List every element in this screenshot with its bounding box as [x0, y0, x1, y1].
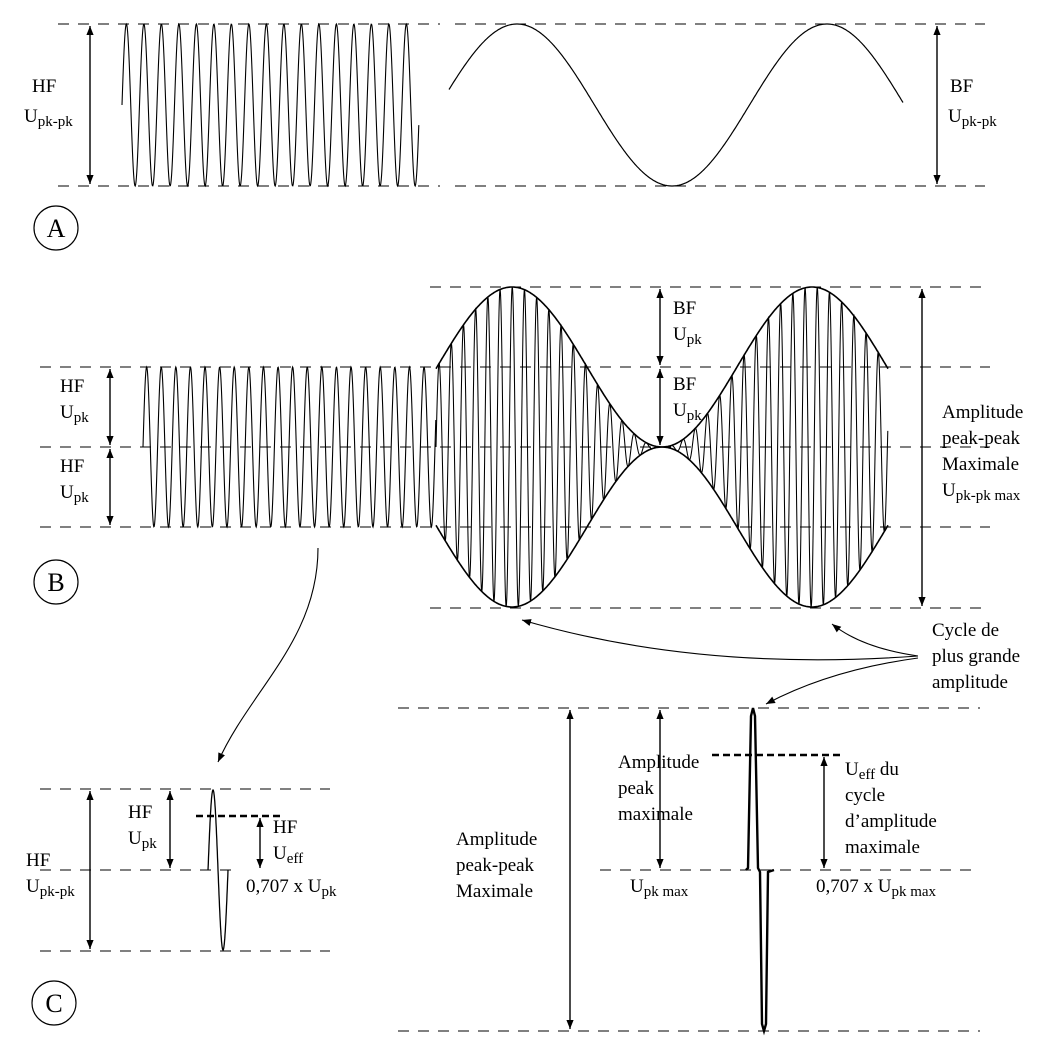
d-amplitude-label: d’amplitude	[845, 811, 937, 832]
factor-upk-label: 0,707 x Upk	[246, 876, 337, 900]
panel-a: HF Upk-pk BF Upk-pk A	[24, 22, 997, 251]
max-amplitude-cycle	[745, 707, 775, 1036]
factor-upk-max-label: 0,707 x Upk max	[816, 876, 937, 900]
hf-ueff-label: HF	[273, 817, 297, 838]
peak-peak-label-b: peak-peak	[942, 428, 1021, 449]
unmodulated-carrier-wave	[142, 365, 437, 529]
lower-envelope	[435, 446, 889, 608]
hf-upk-lower-label: HF	[60, 456, 84, 477]
hf-upkpk-c-label: Upk-pk	[26, 876, 75, 900]
panel-c-letter: C	[45, 989, 62, 1018]
plus-grande-label: plus grande	[932, 646, 1020, 667]
hf-c-label: HF	[26, 850, 50, 871]
single-hf-cycle	[207, 789, 229, 951]
panel-b-circle	[33, 559, 79, 605]
pointer-to-zoomed-hf-cycle	[217, 547, 319, 763]
pointer-to-first-max-cycle	[521, 619, 919, 661]
maximale-c-right-label: maximale	[845, 837, 920, 858]
hf-upk-c-label: HF	[128, 802, 152, 823]
panel-b-letter: B	[47, 568, 64, 597]
amplitude-label-b: Amplitude	[942, 402, 1023, 423]
bf-upk-upper-u: Upk	[673, 324, 702, 348]
hf-label: HF	[32, 76, 56, 97]
panel-a-circle	[33, 205, 79, 251]
peak-peak-c-label: peak-peak	[456, 855, 535, 876]
amplitude-peak-label: Amplitude	[618, 752, 699, 773]
amplitude-lc-label: amplitude	[932, 672, 1008, 693]
bf-upk-upper-label: BF	[673, 298, 696, 319]
upk-max-label: Upk max	[630, 876, 689, 900]
hf-upk-lower-u: Upk	[60, 482, 89, 506]
hf-ueff-u: Ueff	[273, 843, 303, 867]
hf-upk-c-u: Upk	[128, 828, 157, 852]
maximale-c-label: Maximale	[456, 881, 533, 902]
cycle-label: cycle	[845, 785, 885, 806]
maximale-label-b: Maximale	[942, 454, 1019, 475]
bf-label: BF	[950, 76, 973, 97]
panel-c-circle	[31, 980, 77, 1026]
panel-a-letter: A	[47, 214, 66, 243]
bf-upk-lower-label: BF	[673, 374, 696, 395]
cycle-de-label: Cycle de	[932, 620, 999, 641]
bf-upk-lower-u: Upk	[673, 400, 702, 424]
amplitude-c-label: Amplitude	[456, 829, 537, 850]
panel-b: HF Upk HF Upk BF Upk BF Upk Amplitude pe…	[33, 286, 1023, 763]
ueff-du-label: Ueff du	[845, 759, 899, 783]
hf-upk-upper-label: HF	[60, 376, 84, 397]
hf-carrier-wave	[121, 22, 420, 188]
bf-signal-wave	[448, 23, 904, 187]
maximale-lc-label: maximale	[618, 804, 693, 825]
upkpk-max-label-b: Upk-pk max	[942, 480, 1021, 504]
hf-upk-upper-u: Upk	[60, 402, 89, 426]
panel-c: HF Upk-pk HF Upk HF Ueff 0,707 x Upk Amp…	[26, 707, 980, 1036]
pointer-to-second-max-cycle	[831, 623, 919, 657]
peak-label: peak	[618, 778, 654, 799]
hf-upkpk-label: Upk-pk	[24, 106, 73, 130]
pointer-to-zoomed-max-cycle	[765, 657, 919, 705]
bf-upkpk-label: Upk-pk	[948, 106, 997, 130]
